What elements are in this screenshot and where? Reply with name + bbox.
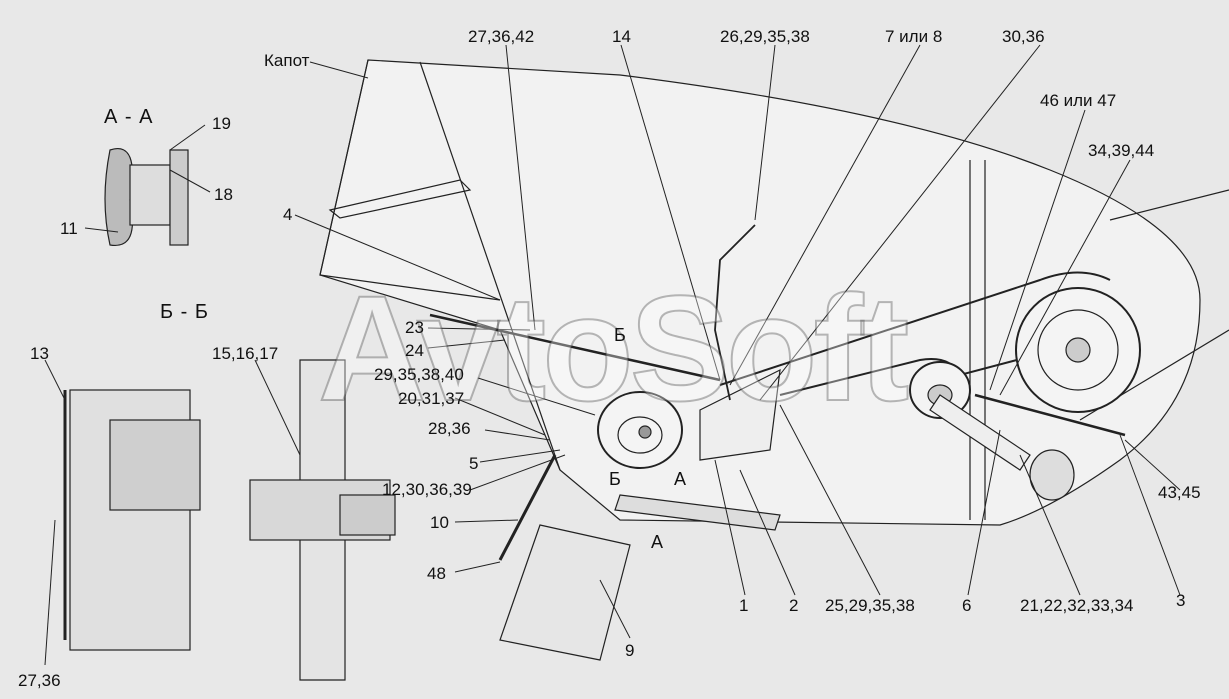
label-26-29-35-38: 26,29,35,38 — [720, 27, 810, 46]
label-19: 19 — [212, 114, 231, 133]
label-13: 13 — [30, 344, 49, 363]
tension-rod — [974, 393, 1126, 437]
label-27-36-42: 27,36,42 — [468, 27, 535, 46]
label-46-or-47: 46 или 47 — [1040, 91, 1117, 110]
cable — [714, 224, 756, 401]
label-25-29-35-38: 25,29,35,38 — [825, 596, 915, 615]
hood-edge — [419, 61, 561, 471]
label-30-36: 30,36 — [1002, 27, 1045, 46]
label-34-39-44: 34,39,44 — [1088, 141, 1155, 160]
chute — [499, 524, 631, 661]
label-15-16-17: 15,16,17 — [212, 344, 279, 363]
label-5: 5 — [469, 454, 479, 473]
label-11: 11 — [60, 219, 78, 238]
hood-panel — [319, 59, 501, 301]
belt-upper — [719, 271, 1111, 386]
bracket — [699, 368, 781, 461]
section-arrow-b-top: Б — [614, 325, 626, 345]
label-14: 14 — [612, 27, 631, 46]
label-43-45: 43,45 — [1158, 483, 1201, 502]
label-24: 24 — [405, 341, 424, 360]
section-arrow-a-bottom: А — [651, 532, 664, 552]
label-28-36: 28,36 — [428, 419, 471, 438]
hood-strut — [328, 179, 472, 219]
label-48: 48 — [427, 564, 446, 583]
label-21-22-32-33-34: 21,22,32,33,34 — [1020, 596, 1134, 615]
label-20-31-37: 20,31,37 — [398, 389, 465, 408]
label-kapot: Капот — [264, 51, 310, 70]
knob-section — [104, 148, 134, 247]
label-12-30-36-39: 12,30,36,39 — [382, 480, 472, 499]
section-bb-title: Б - Б — [160, 301, 210, 323]
label-1: 1 — [739, 596, 749, 615]
section-arrow-b-bottom: Б — [609, 469, 621, 489]
label-6: 6 — [962, 596, 972, 615]
label-23: 23 — [405, 318, 424, 337]
label-2: 2 — [789, 596, 799, 615]
label-10: 10 — [430, 513, 449, 532]
tensioner-arm — [929, 394, 1031, 471]
label-7-or-8: 7 или 8 — [885, 27, 943, 46]
section-arrow-a-top: А — [674, 469, 687, 489]
label-29-35-38-40: 29,35,38,40 — [374, 365, 464, 384]
section-aa-title: А - А — [104, 106, 154, 128]
label-4: 4 — [283, 205, 293, 224]
label-3: 3 — [1176, 591, 1186, 610]
label-9: 9 — [625, 641, 635, 660]
slotted-bar — [614, 494, 781, 531]
label-27-36-bottom: 27,36 — [18, 671, 61, 690]
label-18: 18 — [214, 185, 233, 204]
